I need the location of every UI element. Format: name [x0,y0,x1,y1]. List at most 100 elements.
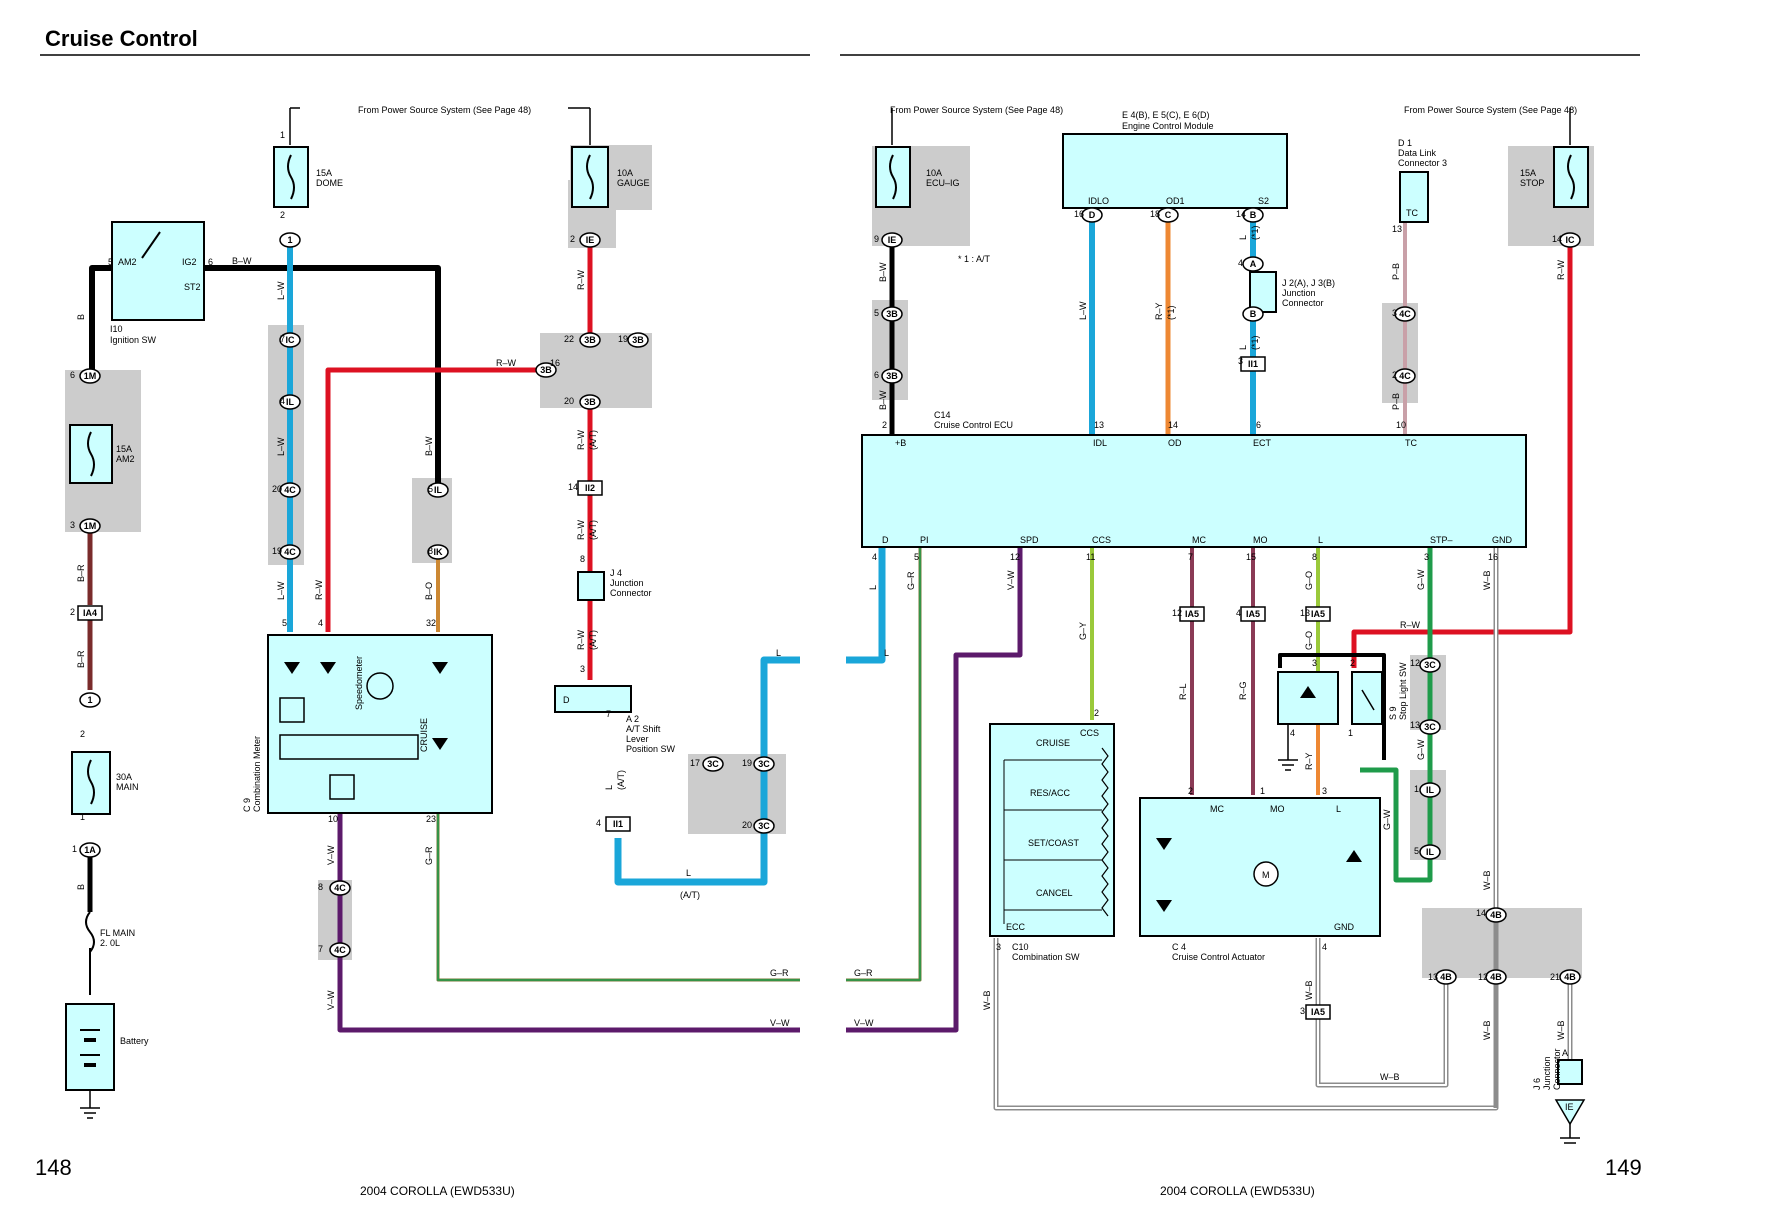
relay-block [1277,671,1339,771]
wire-color-label: G–R [854,968,873,978]
svg-text:AM2: AM2 [118,257,137,267]
pin-number: 1 [72,844,77,854]
wire-color-label: W–B [982,990,992,1010]
wires [87,218,1573,1111]
connector-oval [702,756,724,772]
svg-text:GAUGE: GAUGE [617,178,650,188]
svg-text:CANCEL: CANCEL [1036,888,1073,898]
svg-text:C14: C14 [934,410,951,420]
wire-color-label: B–W [424,436,434,456]
combination-meter: Speedometer CRUISE C 9 Combination Meter [242,634,493,814]
pin-number: 14 [1552,234,1562,244]
wire-color-label: G–R [906,571,916,590]
wire-color-label: (*1) [1166,305,1176,320]
connector-label: 1 [287,235,292,245]
wire-color-label: W–B [1380,1072,1400,1082]
connector-label: 3B [540,365,552,375]
svg-text:OD1: OD1 [1166,196,1185,206]
svg-text:SPD: SPD [1020,535,1039,545]
svg-text:Cruise Control ECU: Cruise Control ECU [934,420,1013,430]
connector-oval [1081,207,1103,223]
connector-oval [1157,207,1179,223]
connector-oval [1419,657,1441,673]
connector-label: 3C [758,821,770,831]
svg-text:MO: MO [1270,804,1285,814]
footer-model-right: 2004 COROLLA (EWD533U) [1160,1184,1315,1198]
pin-number: 11 [1086,552,1095,562]
pin-number: 2 [80,729,85,739]
connector-oval [329,942,351,958]
pin-number: 14 [1168,420,1178,430]
fusible-link: FL MAIN 2. 0L [85,911,135,953]
wire-color-label: G–O [1304,631,1314,650]
svg-text:MAIN: MAIN [116,782,139,792]
svg-text:Junction: Junction [1542,1056,1552,1090]
svg-text:30A: 30A [116,772,132,782]
svg-text:Engine Control Module: Engine Control Module [1122,121,1214,131]
connector-oval [627,332,649,348]
svg-text:L: L [1318,535,1323,545]
connector-label: 1A [84,845,96,855]
fuse-stop: 15A STOP [1520,108,1589,208]
pin-number: 7 [280,334,285,344]
connector-oval [79,842,101,858]
pin-number: 8 [318,882,323,892]
pin-number: 14 [1236,209,1246,219]
svg-text:A/T Shift: A/T Shift [626,724,661,734]
connector-oval [1394,306,1416,322]
pin-number: 7 [318,944,323,954]
pin-number: 4 [1290,728,1295,738]
svg-text:Stop Light SW: Stop Light SW [1398,662,1408,720]
pin-number: 22 [564,334,574,344]
connector-label: 4C [334,945,346,955]
connector-box [1305,1004,1331,1020]
svg-text:ST2: ST2 [184,282,201,292]
pin-number: 5 [428,484,433,494]
connector-label: 3C [1424,660,1436,670]
pin-number: 4 [596,818,601,828]
connector-oval [279,394,301,410]
page-number-left: 148 [35,1155,72,1180]
connector-box [577,480,603,496]
pin-number: 20 [742,820,752,830]
connector-oval [881,368,903,384]
svg-text:ECU–IG: ECU–IG [926,178,960,188]
connector-label: IA4 [83,608,97,618]
power-source-note-3: From Power Source System (See Page 48) [1404,105,1577,115]
fuse-dome: 15A DOME [273,107,343,208]
connector-oval [753,756,775,772]
junction-j4: J 4 Junction Connector [577,568,652,601]
connector-oval [427,482,449,498]
wire-color-label: R–W [576,269,586,290]
pin-number: 3 [580,664,585,674]
svg-text:Combination SW: Combination SW [1012,952,1080,962]
svg-text:MC: MC [1210,804,1224,814]
pin-number: 1 [1260,786,1265,796]
connector-label: IL [434,485,443,495]
wire-color-label: W–B [1482,1020,1492,1040]
svg-text:GND: GND [1492,535,1513,545]
svg-text:Speedometer: Speedometer [354,656,364,710]
wire-color-label: R–W [496,358,517,368]
connector-label: II2 [585,483,595,493]
connector-label: 3B [632,335,644,345]
pin-number: 4 [1238,258,1243,268]
pin-number: 5 [1414,846,1419,856]
svg-text:+B: +B [895,438,906,448]
svg-text:Junction: Junction [1282,288,1316,298]
svg-text:ECT: ECT [1253,438,1272,448]
pin-number: 16 [550,358,560,368]
pin-number: 6 [1256,420,1261,430]
connector-label: IA5 [1185,609,1199,619]
wire-color-label: R–Y [1304,752,1314,770]
connector-label: 3B [584,335,596,345]
svg-text:IDL: IDL [1093,438,1107,448]
connector-oval [753,818,775,834]
pin-number: 2 [882,420,887,430]
connector-oval [579,394,601,410]
wire-color-label: B–W [232,256,252,266]
pin-number: 2 [570,234,575,244]
svg-text:Connector: Connector [1552,1048,1562,1090]
